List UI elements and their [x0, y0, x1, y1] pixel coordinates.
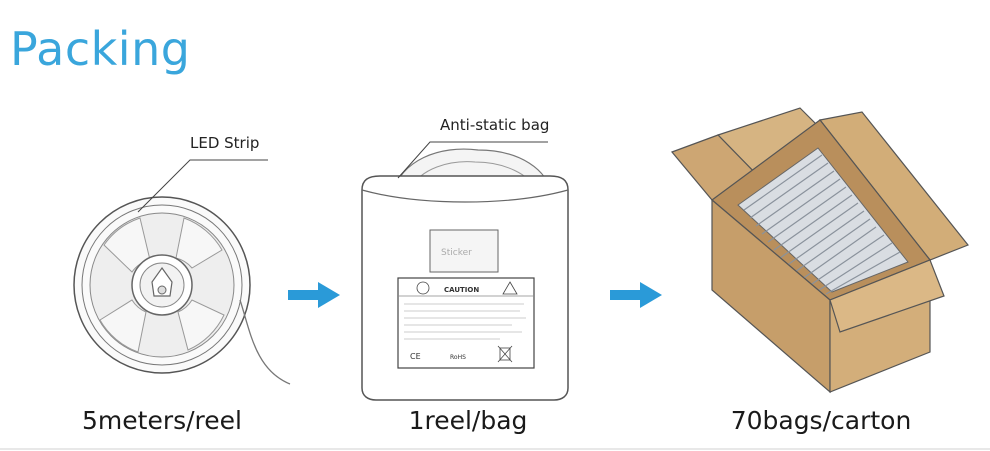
anti-static-bag-callout: Anti-static bag — [440, 116, 550, 134]
carton-box-icon — [670, 107, 969, 394]
ce-mark: CE — [410, 352, 421, 361]
arrow-right-icon — [288, 282, 340, 308]
caution-label: CAUTION — [444, 286, 479, 294]
rohs-mark: RoHS — [450, 354, 466, 361]
anti-static-bag-icon — [361, 141, 569, 401]
arrow-right-icon — [610, 282, 662, 308]
page-title: Packing — [10, 22, 191, 76]
led-strip-callout: LED Strip — [190, 134, 260, 152]
step-caption-carton: 70bags/carton — [730, 406, 912, 435]
led-reel-icon — [73, 159, 291, 385]
step-caption-reel: 5meters/reel — [82, 406, 242, 435]
step-caption-bag: 1reel/bag — [408, 406, 528, 435]
sticker-label: Sticker — [441, 248, 472, 258]
bottom-divider — [0, 448, 990, 450]
